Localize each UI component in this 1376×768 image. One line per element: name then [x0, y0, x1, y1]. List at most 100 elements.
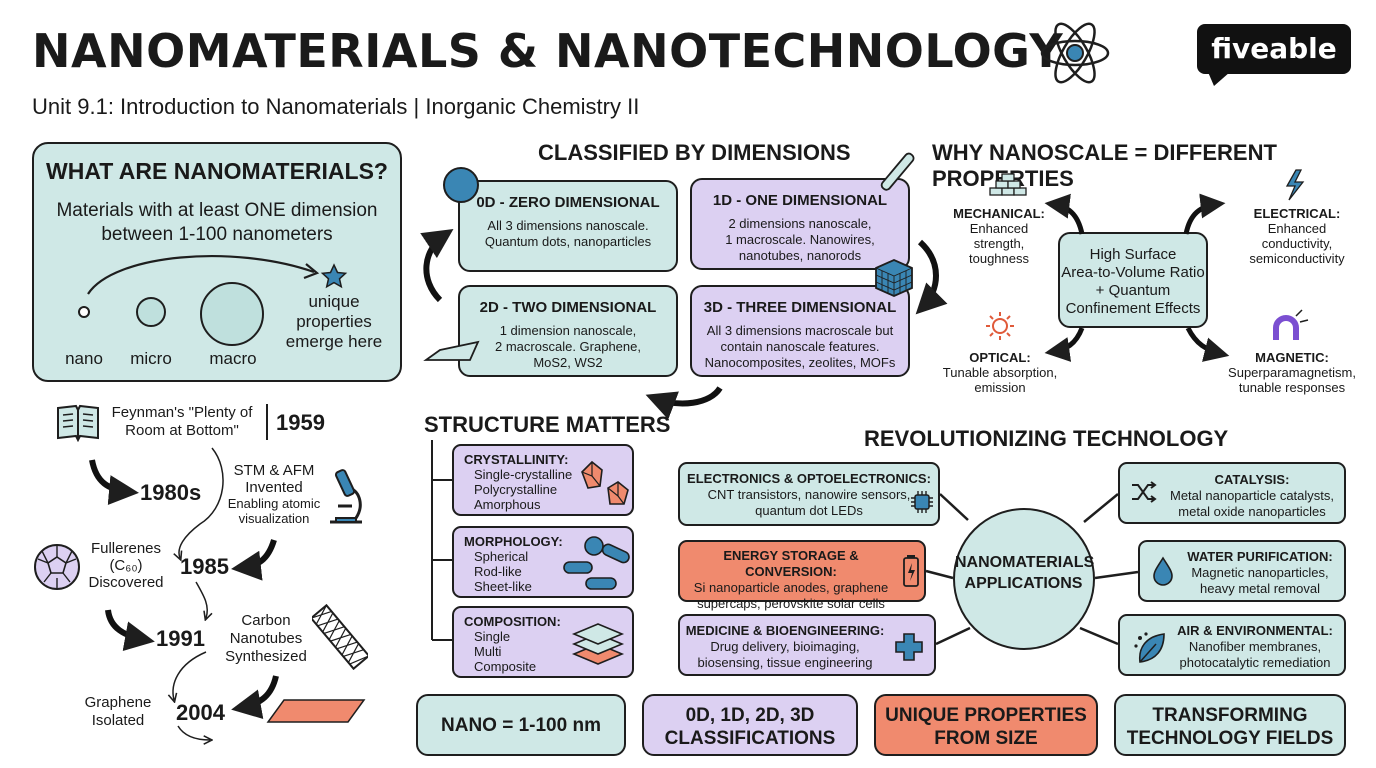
- feynman-event: Feynman's "Plenty of Room at Bottom": [104, 404, 260, 440]
- water-title: WATER PURIFICATION:: [1187, 549, 1333, 564]
- d0-line1: All 3 dimensions nanoscale.: [487, 218, 649, 233]
- d2-line3: MoS2, WS2: [533, 355, 603, 370]
- summary-class-line2: CLASSIFICATIONS: [664, 728, 836, 749]
- emerge-line3: emerge here: [285, 332, 383, 351]
- cnt-line3: Synthesized: [225, 648, 307, 665]
- cnt-line2: Nanotubes: [229, 630, 303, 647]
- morphology-shapes-icon: [563, 536, 630, 590]
- summary-nano-box: NANO = 1-100 nm: [416, 694, 626, 756]
- energy-line2: supercaps, perovskite solar cells: [697, 596, 885, 611]
- crystallinity-line2: Polycrystalline: [474, 482, 558, 497]
- year-1991: 1991: [156, 626, 205, 651]
- summary-transform-line2: TECHNOLOGY FIELDS: [1126, 728, 1334, 749]
- fullerene-icon: [34, 544, 80, 590]
- dimension-2d-card: 2D - TWO DIMENSIONAL 1 dimension nanosca…: [458, 285, 678, 377]
- scale-micro-label: micro: [130, 349, 172, 368]
- star-icon: [320, 263, 348, 289]
- emerge-line1: unique: [308, 292, 360, 311]
- d1-line1: 2 dimensions nanoscale,: [728, 216, 872, 231]
- morphology-line1: Spherical: [474, 549, 529, 564]
- air-card: AIR & ENVIRONMENTAL: Nanofiber membranes…: [1118, 614, 1346, 676]
- cnt-line1: Carbon: [241, 612, 291, 629]
- energy-card: ENERGY STORAGE & CONVERSION: Si nanopart…: [678, 540, 926, 611]
- catalysis-line2: metal oxide nanoparticles: [1178, 504, 1326, 519]
- optical-title: OPTICAL:: [969, 350, 1031, 365]
- fullerenes-line2: (C₆₀): [109, 557, 143, 574]
- magnetic-line2: tunable responses: [1238, 380, 1346, 395]
- electronics-card: ELECTRONICS & OPTOELECTRONICS: CNT trans…: [678, 462, 940, 526]
- medicine-title: MEDICINE & BIOENGINEERING:: [685, 623, 885, 638]
- chip-icon: [911, 491, 933, 513]
- water-drop-icon: [1153, 556, 1173, 586]
- hub-line2: APPLICATIONS: [964, 575, 1083, 592]
- hub-line1: NANOMATERIALS: [955, 554, 1095, 571]
- summary-unique-box: UNIQUE PROPERTIES FROM SIZE: [874, 694, 1098, 756]
- catalysis-line1: Metal nanoparticle catalysts,: [1169, 488, 1335, 503]
- composition-line1: Single: [474, 629, 511, 644]
- scale-macro-label: macro: [209, 349, 257, 368]
- what-heading: WHAT ARE NANOMATERIALS?: [46, 158, 388, 184]
- morphology-line2: Rod-like: [474, 564, 522, 579]
- nanotube-icon: [312, 604, 368, 670]
- brand-logo-text: fiveable: [1211, 32, 1337, 65]
- morphology-title: MORPHOLOGY:: [464, 534, 563, 549]
- electrical-title: ELECTRICAL:: [1253, 206, 1341, 221]
- brand-logo[interactable]: fiveable: [1197, 24, 1351, 74]
- electronics-line1: CNT transistors, nanowire sensors,: [707, 487, 911, 502]
- composition-card: COMPOSITION: Single Multi Composite: [452, 606, 634, 678]
- scale-nano-label: nano: [65, 349, 103, 368]
- what-are-nanomaterials-panel: WHAT ARE NANOMATERIALS? Materials with a…: [32, 142, 402, 382]
- micro-circle: [136, 297, 166, 327]
- d2-line2: 2 macroscale. Graphene,: [495, 339, 641, 354]
- why-center-box: High Surface Area-to-Volume Ratio + Quan…: [1058, 232, 1208, 328]
- macro-circle: [200, 282, 264, 346]
- shuffle-icon: [1132, 481, 1157, 503]
- catalysis-title: CATALYSIS:: [1214, 472, 1290, 487]
- graphene-sheet-icon: [266, 699, 366, 723]
- medical-cross-icon: [895, 633, 923, 661]
- optical-property: OPTICAL: Tunable absorption, emission: [936, 350, 1064, 395]
- composition-line2: Multi: [474, 644, 502, 659]
- d3-line1: All 3 dimensions macroscale but: [706, 323, 894, 338]
- magnet-icon: [1273, 309, 1309, 340]
- why-center-line3: + Quantum: [1095, 282, 1171, 299]
- graphene-line1: Graphene: [84, 694, 152, 711]
- dimension-1d-card: 1D - ONE DIMENSIONAL 2 dimensions nanosc…: [690, 178, 910, 270]
- why-heading: WHY NANOSCALE = DIFFERENT PROPERTIES: [932, 140, 1277, 191]
- stm-line4: visualization: [238, 511, 310, 526]
- why-center-line2: Area-to-Volume Ratio: [1061, 264, 1205, 281]
- electrical-line2: conductivity,: [1261, 236, 1333, 251]
- morphology-card: MORPHOLOGY: Spherical Rod-like Sheet-lik…: [452, 526, 634, 598]
- year-1985: 1985: [180, 554, 229, 579]
- scale-comparison-diagram: [78, 255, 348, 346]
- morphology-line3: Sheet-like: [474, 579, 532, 594]
- applications-hub: NANOMATERIALS APPLICATIONS: [953, 508, 1095, 650]
- fullerenes-line3: Discovered: [88, 574, 164, 591]
- feynman-line1: Feynman's "Plenty of: [111, 404, 253, 421]
- stm-line2: Invented: [245, 479, 303, 496]
- fullerenes-event: Fullerenes (C₆₀) Discovered: [82, 540, 170, 591]
- mechanical-line2: strength,: [973, 236, 1025, 251]
- mechanical-title: MECHANICAL:: [953, 206, 1045, 221]
- mechanical-line1: Enhanced: [969, 221, 1029, 236]
- crystal-icon: [581, 460, 629, 505]
- medicine-line1: Drug delivery, bioimaging,: [710, 639, 860, 654]
- dimension-0d-card: 0D - ZERO DIMENSIONAL All 3 dimensions n…: [458, 180, 678, 272]
- structure-heading: STRUCTURE MATTERS: [424, 412, 671, 437]
- d1-line3: nanotubes, nanorods: [738, 248, 862, 263]
- mechanical-line3: toughness: [969, 251, 1029, 266]
- water-line2: heavy metal removal: [1200, 581, 1320, 596]
- logo-tail-icon: [1208, 72, 1230, 86]
- why-center-line1: High Surface: [1089, 246, 1177, 263]
- electronics-title: ELECTRONICS & OPTOELECTRONICS:: [687, 471, 931, 486]
- d1-line2: 1 macroscale. Nanowires,: [725, 232, 875, 247]
- crystallinity-line3: Amorphous: [474, 497, 541, 512]
- composition-title: COMPOSITION:: [464, 614, 561, 629]
- leaf-icon: [1134, 632, 1165, 663]
- stm-line1: STM & AFM: [233, 462, 315, 479]
- stm-event: STM & AFM Invented Enabling atomic visua…: [222, 462, 326, 526]
- cnt-event: Carbon Nanotubes Synthesized: [220, 612, 312, 666]
- dimensions-heading: CLASSIFIED BY DIMENSIONS: [538, 140, 851, 165]
- mechanical-property: MECHANICAL: Enhanced strength, toughness: [944, 206, 1054, 266]
- magnetic-title: MAGNETIC:: [1255, 350, 1329, 365]
